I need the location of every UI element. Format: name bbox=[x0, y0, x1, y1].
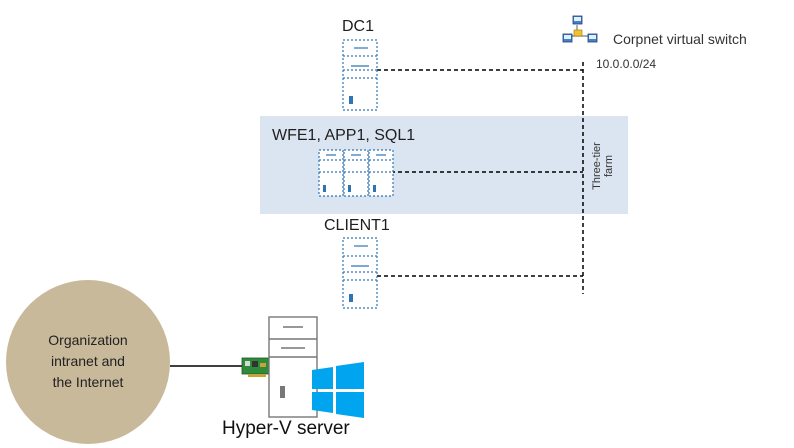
wfe1-server-icon bbox=[318, 149, 344, 197]
three-tier-farm-label: Three-tier farm bbox=[591, 136, 615, 196]
dc1-label: DC1 bbox=[342, 18, 375, 35]
app1-server-icon bbox=[343, 149, 369, 197]
farm-label: WFE1, APP1, SQL1 bbox=[272, 127, 416, 144]
organization-label: Organization intranet and the Internet bbox=[18, 330, 158, 393]
hyperv-server-label: Hyper-V server bbox=[222, 418, 350, 439]
client1-server-icon bbox=[342, 237, 378, 309]
organization-circle bbox=[6, 280, 170, 444]
dc1-server-icon bbox=[342, 39, 378, 111]
organization-line3: the Internet bbox=[52, 374, 124, 390]
windows-logo-icon bbox=[312, 362, 364, 418]
subnet-label: 10.0.0.0/24 bbox=[596, 57, 657, 71]
organization-line2: intranet and bbox=[51, 353, 125, 369]
network-switch-icon bbox=[562, 15, 598, 43]
sql1-server-icon bbox=[368, 149, 394, 197]
switch-label: Corpnet virtual switch bbox=[613, 31, 747, 47]
network-card-icon bbox=[241, 357, 271, 377]
tier-label-line1: Three-tier bbox=[591, 142, 603, 190]
client1-label: CLIENT1 bbox=[324, 217, 390, 234]
tier-label-line2: farm bbox=[603, 155, 615, 177]
organization-line1: Organization bbox=[48, 332, 128, 348]
physical-server-icon bbox=[268, 316, 318, 418]
